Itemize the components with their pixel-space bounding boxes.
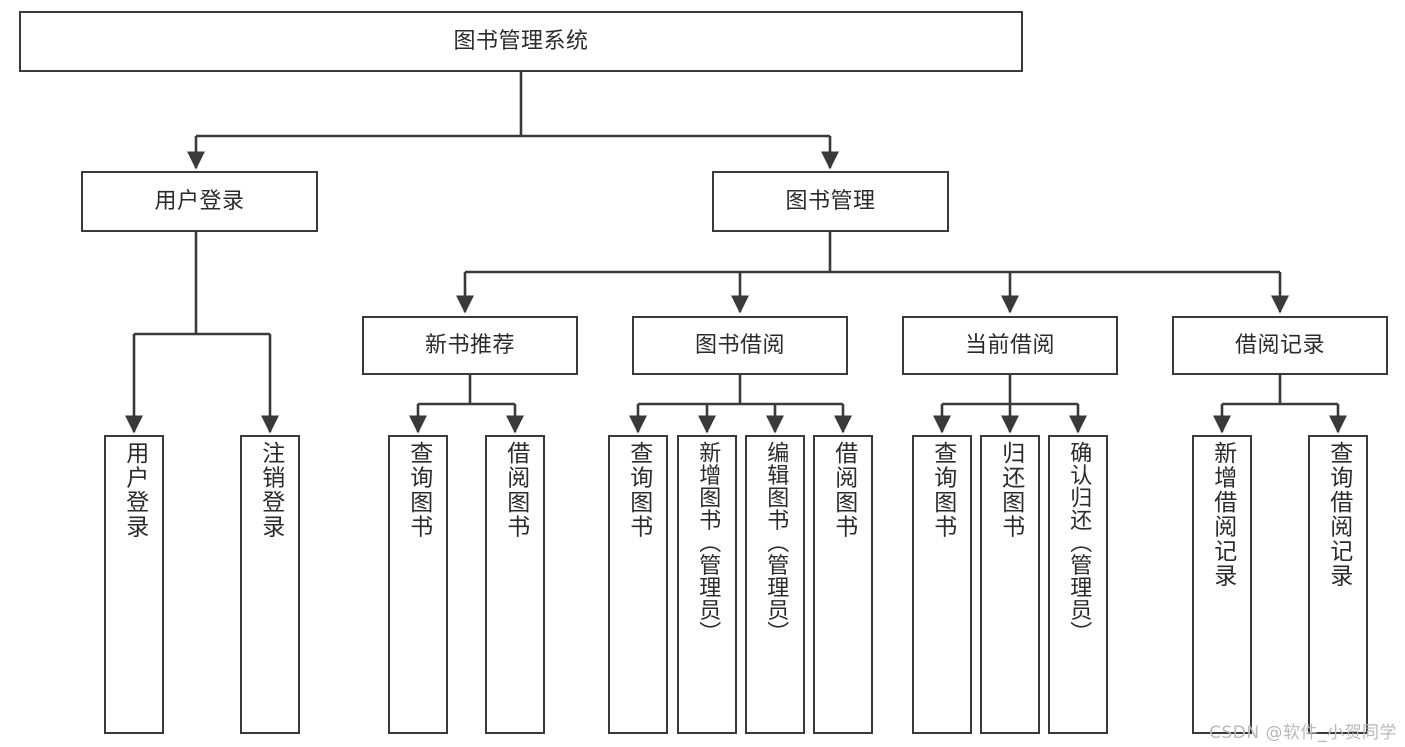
node-leaf-return-books[interactable]: 归还图书 bbox=[980, 435, 1040, 734]
node-label: 确认归还（管理员） bbox=[1066, 441, 1092, 644]
node-label: 查询图书 bbox=[929, 441, 956, 539]
node-label: 新增借阅记录 bbox=[1209, 441, 1236, 588]
node-label: 图书借阅 bbox=[694, 332, 785, 358]
node-new-book-recommendation[interactable]: 新书推荐 bbox=[362, 316, 578, 375]
node-book-management[interactable]: 图书管理 bbox=[712, 171, 949, 232]
node-leaf-query-books-recommend[interactable]: 查询图书 bbox=[388, 435, 448, 734]
node-leaf-add-book-admin[interactable]: 新增图书（管理员） bbox=[677, 435, 737, 734]
node-label: 图书管理 bbox=[785, 188, 876, 214]
node-user-login[interactable]: 用户登录 bbox=[81, 171, 318, 232]
node-leaf-query-books-borrow[interactable]: 查询图书 bbox=[608, 435, 668, 734]
node-leaf-borrow-books[interactable]: 借阅图书 bbox=[813, 435, 873, 734]
node-leaf-user-login[interactable]: 用户登录 bbox=[104, 435, 164, 734]
node-leaf-edit-book-admin[interactable]: 编辑图书（管理员） bbox=[745, 435, 805, 734]
node-label: 借阅图书 bbox=[502, 441, 529, 539]
node-leaf-add-borrow-record[interactable]: 新增借阅记录 bbox=[1192, 435, 1252, 734]
node-label: 查询借阅记录 bbox=[1325, 441, 1352, 588]
node-label: 查询图书 bbox=[405, 441, 432, 539]
watermark: CSDN @软件_小贺同学 bbox=[1209, 723, 1397, 743]
node-current-borrowing[interactable]: 当前借阅 bbox=[902, 316, 1118, 375]
node-label: 编辑图书（管理员） bbox=[763, 441, 789, 644]
node-leaf-logout[interactable]: 注销登录 bbox=[240, 435, 300, 734]
node-label: 注销登录 bbox=[257, 441, 284, 539]
node-borrowing-record[interactable]: 借阅记录 bbox=[1172, 316, 1388, 375]
node-label: 归还图书 bbox=[997, 441, 1024, 539]
node-label: 新书推荐 bbox=[424, 332, 515, 358]
node-root-book-management-system[interactable]: 图书管理系统 bbox=[19, 11, 1023, 72]
node-label: 查询图书 bbox=[625, 441, 652, 539]
node-leaf-confirm-return-admin[interactable]: 确认归还（管理员） bbox=[1048, 435, 1108, 734]
node-leaf-query-borrow-record[interactable]: 查询借阅记录 bbox=[1308, 435, 1368, 734]
node-label: 用户登录 bbox=[154, 188, 245, 214]
node-leaf-borrow-books-recommend[interactable]: 借阅图书 bbox=[485, 435, 545, 734]
node-label: 借阅图书 bbox=[830, 441, 857, 539]
node-label: 当前借阅 bbox=[964, 332, 1055, 358]
node-leaf-query-books-current[interactable]: 查询图书 bbox=[912, 435, 972, 734]
node-label: 用户登录 bbox=[121, 441, 148, 539]
node-label: 新增图书（管理员） bbox=[695, 441, 721, 644]
node-label: 图书管理系统 bbox=[453, 28, 589, 54]
node-book-borrowing[interactable]: 图书借阅 bbox=[632, 316, 848, 375]
node-label: 借阅记录 bbox=[1234, 332, 1325, 358]
